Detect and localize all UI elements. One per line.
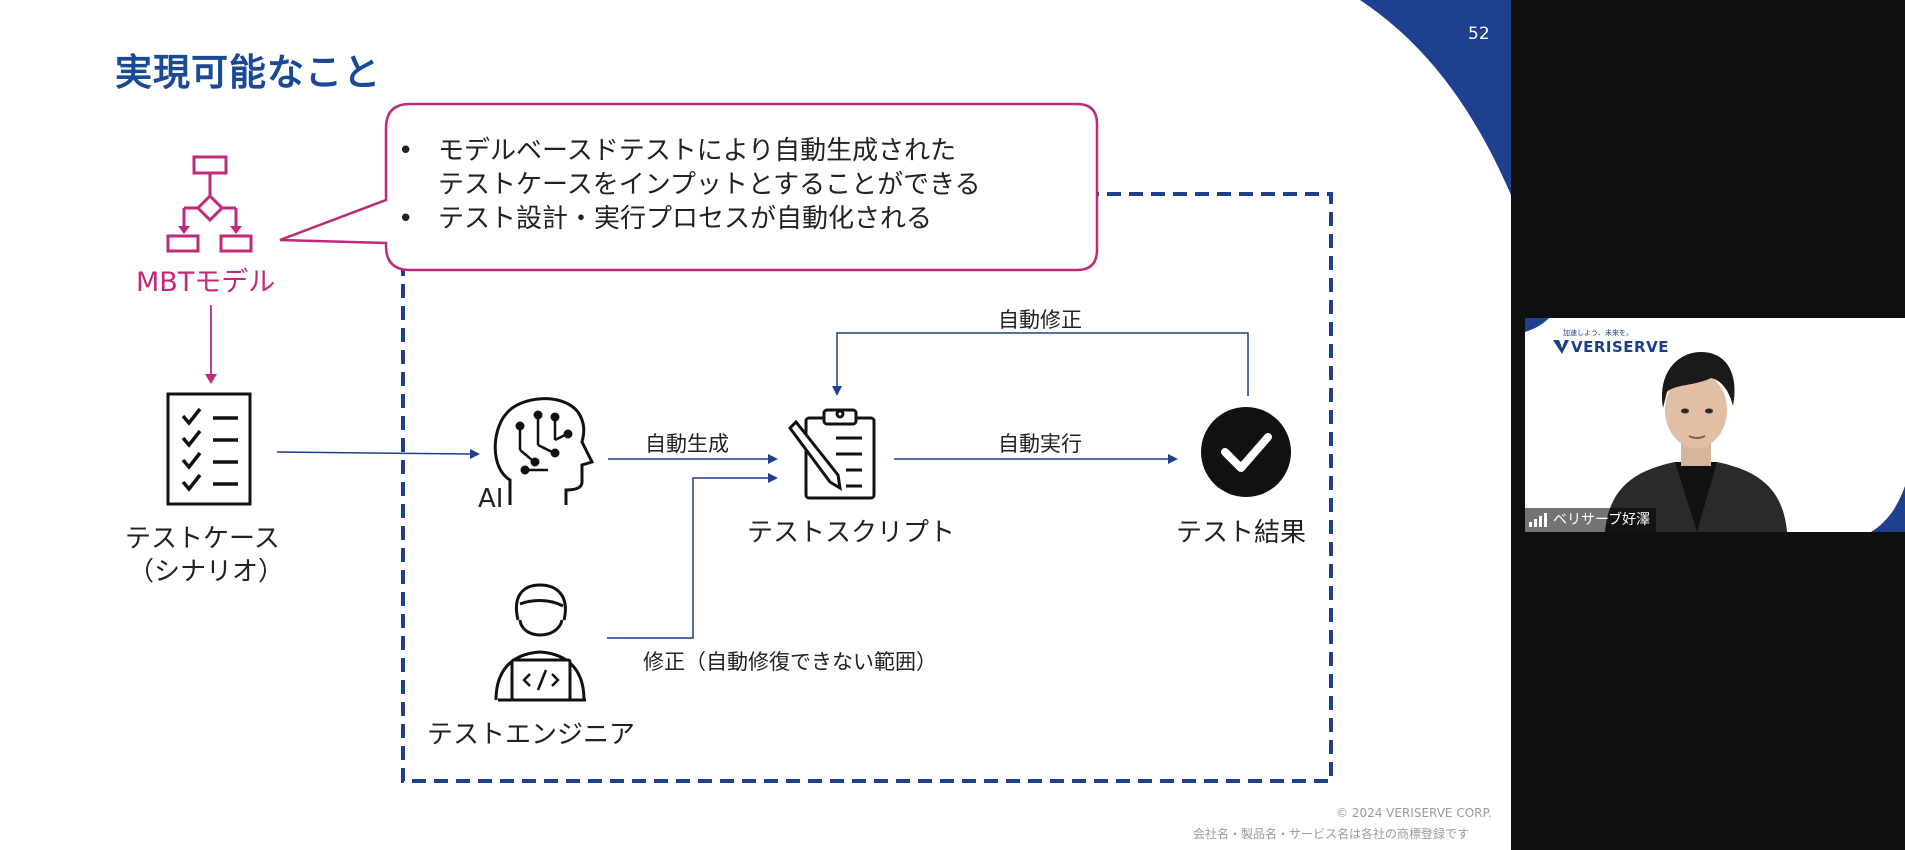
clipboard-icon: [788, 408, 876, 500]
slide-title: 実現可能なこと: [115, 51, 381, 94]
participant-video-tile[interactable]: 加速しよう、未来を。 VERISERVE ベリサーブ好澤: [1525, 318, 1905, 532]
manual-fix-arrow: [607, 477, 770, 639]
checklist-icon: [166, 392, 252, 506]
test-case-label: テストケース: [125, 524, 280, 554]
testcase-to-ai-arrow: [276, 451, 473, 455]
ai-label: AI: [478, 484, 504, 514]
mbt-model-label: MBTモデル: [136, 267, 276, 298]
footer-trademark-note: 会社名・製品名・サービス名は各社の商標登録です: [1193, 827, 1470, 841]
bullet-item: • テスト設計・実行プロセスが自動化される: [398, 202, 981, 236]
footer-copyright: © 2024 VERISERVE CORP.: [1336, 806, 1492, 820]
ai-head-icon: [493, 397, 595, 505]
flowchart-icon: [166, 155, 253, 253]
bullet-item: • モデルベースドテストにより自動生成された テストケースをインプットとすること…: [398, 134, 981, 202]
auto-generate-label: 自動生成: [645, 432, 729, 456]
checkmark-circle-icon: [1201, 407, 1291, 497]
corner-arc-decoration: [1360, 0, 1511, 195]
test-engineer-label: テストエンジニア: [427, 720, 636, 750]
test-script-label: テストスクリプト: [747, 518, 956, 548]
test-case-scenario-label: （シナリオ）: [128, 557, 285, 587]
bullet-marker: •: [398, 136, 414, 166]
speech-bubble: [279, 102, 1099, 272]
signal-strength-icon: [1529, 513, 1547, 527]
bullet-marker: •: [398, 204, 414, 234]
engineer-laptop-icon: [494, 583, 586, 702]
auto-fix-arrow: [836, 332, 1249, 396]
participant-name-bar: ベリサーブ好澤: [1525, 508, 1657, 532]
page-number: 52: [1468, 24, 1490, 44]
bullet-text: モデルベースドテストにより自動生成された テストケースをインプットとすることがで…: [438, 136, 981, 200]
auto-fix-label: 自動修正: [998, 308, 1082, 332]
slide-graphics: [166, 0, 1511, 783]
auto-execute-label: 自動実行: [998, 432, 1082, 456]
video-feed: [1525, 318, 1905, 532]
manual-fix-label: 修正（自動修復できない範囲）: [643, 650, 937, 674]
bubble-bullet-list: • モデルベースドテストにより自動生成された テストケースをインプットとすること…: [398, 134, 981, 236]
brand-name: VERISERVE: [1571, 338, 1669, 356]
brand-tagline: 加速しよう、未来を。: [1563, 329, 1633, 337]
presentation-slide: 実現可能なこと 52 • モデルベースドテストにより自動生成された テストケース…: [0, 0, 1511, 850]
test-result-label: テスト結果: [1176, 518, 1307, 548]
brand-logo-mark: [1553, 340, 1569, 354]
participant-name: ベリサーブ好澤: [1553, 512, 1651, 528]
bullet-text: テスト設計・実行プロセスが自動化される: [438, 204, 933, 234]
participant-person: [1605, 352, 1787, 532]
